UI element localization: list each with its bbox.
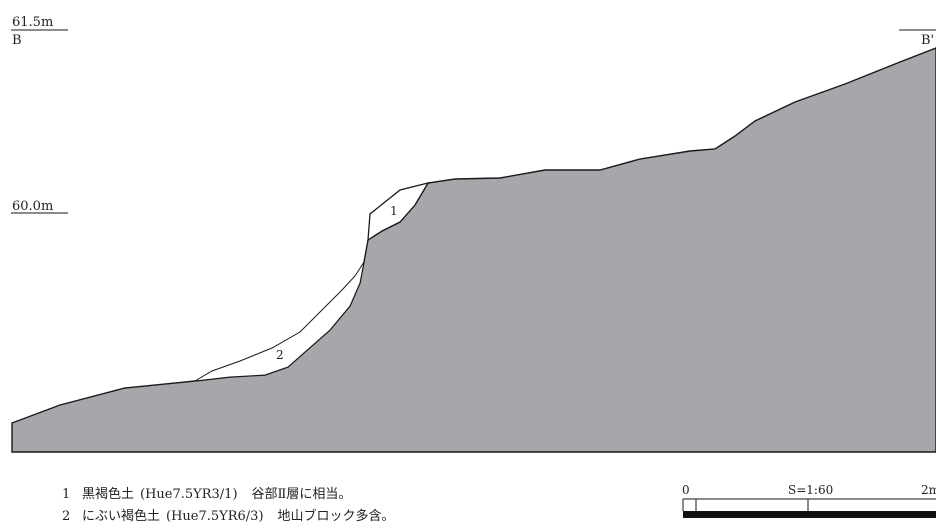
legend-soil-name: 黒褐色土 xyxy=(82,487,135,502)
legend-munsell-color: (Hue7.5YR6/3) xyxy=(166,509,264,524)
layer-label-2: 2 xyxy=(276,348,284,362)
legend-note: 地山ブロック多含。 xyxy=(277,509,395,524)
layer-2-outline xyxy=(194,261,365,382)
layer-legend: 1 黒褐色土 (Hue7.5YR3/1) 谷部Ⅱ層に相当。 2 にぶい褐色土 (Hue7.… xyxy=(62,484,395,528)
legend-munsell-color: (Hue7.5YR3/1) xyxy=(140,487,238,502)
scale-bar xyxy=(682,498,936,518)
scale-ratio-label: S=1:60 xyxy=(788,483,833,497)
scale-end-label: 2m xyxy=(921,483,936,497)
legend-item-2: 2 にぶい褐色土 (Hue7.5YR6/3) 地山ブロック多含。 xyxy=(62,506,395,528)
ground-mass xyxy=(11,47,936,453)
section-start-label: B xyxy=(12,33,22,48)
legend-soil-name: にぶい褐色土 xyxy=(82,509,161,524)
elevation-label-top: 61.5m xyxy=(12,15,53,30)
legend-item-1: 1 黒褐色土 (Hue7.5YR3/1) 谷部Ⅱ層に相当。 xyxy=(62,484,395,506)
legend-number: 2 xyxy=(62,509,71,524)
legend-note: 谷部Ⅱ層に相当。 xyxy=(251,487,352,502)
scale-start-label: 0 xyxy=(682,483,690,497)
elevation-label-mid: 60.0m xyxy=(12,199,53,214)
section-end-label: B' xyxy=(921,33,934,48)
layer-label-1: 1 xyxy=(390,204,398,218)
layer-1-outline xyxy=(367,181,430,242)
legend-number: 1 xyxy=(62,487,71,502)
